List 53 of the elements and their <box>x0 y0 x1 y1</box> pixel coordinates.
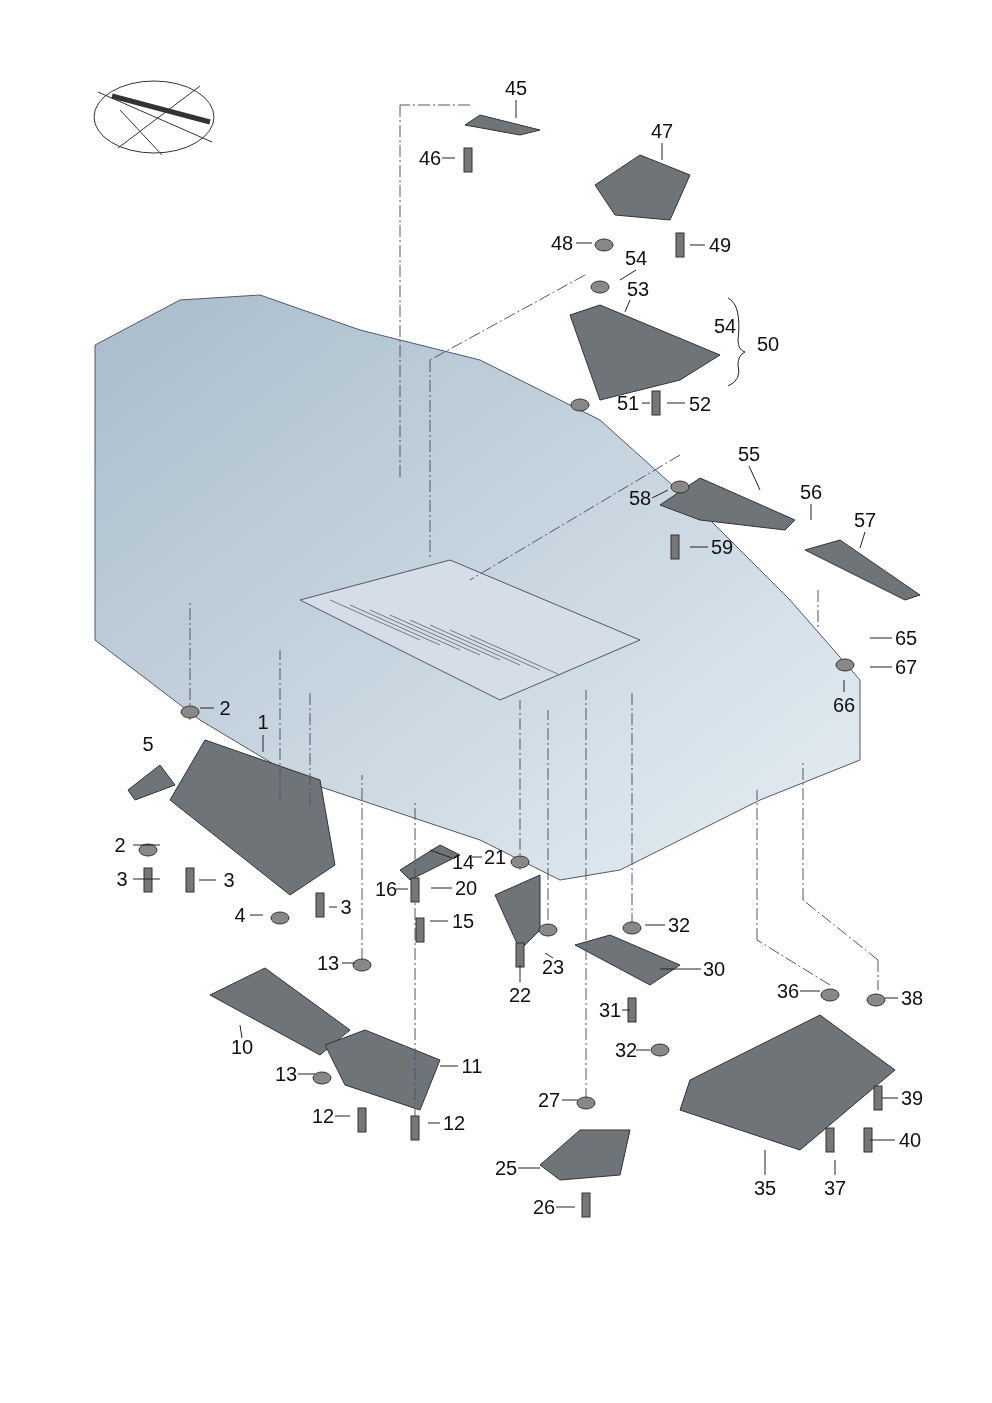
callout-number: 12 <box>311 1105 335 1127</box>
callout-number: 26 <box>532 1196 556 1218</box>
callout-number: 1 <box>257 711 269 733</box>
callout-number: 36 <box>776 980 800 1002</box>
callout-number: 30 <box>702 958 726 980</box>
callout-number: 10 <box>230 1036 254 1058</box>
callout-number: 16 <box>374 878 398 900</box>
callout-number: 53 <box>626 278 650 300</box>
callout-number: 5 <box>142 733 154 755</box>
callout-number: 3 <box>116 868 128 890</box>
callout-number: 13 <box>274 1063 298 1085</box>
callout-number: 15 <box>451 910 475 932</box>
callout-number: 4 <box>234 904 246 926</box>
callout-number: 47 <box>650 120 674 142</box>
callout-number: 59 <box>710 536 734 558</box>
callout-number: 57 <box>853 509 877 531</box>
callout-number: 48 <box>550 232 574 254</box>
callout-number: 11 <box>461 1055 483 1077</box>
callout-number: 38 <box>900 987 924 1009</box>
callout-number: 3 <box>223 869 235 891</box>
callout-number: 55 <box>737 443 761 465</box>
callout-number: 40 <box>898 1129 922 1151</box>
callout-number: 2 <box>114 834 126 856</box>
callout-number: 66 <box>832 694 856 716</box>
callout-number: 58 <box>628 487 652 509</box>
callout-number: 54 <box>624 247 648 269</box>
callout-number: 20 <box>454 877 478 899</box>
callout-number: 45 <box>504 77 528 99</box>
callout-number: 49 <box>708 234 732 256</box>
callout-number: 32 <box>614 1039 638 1061</box>
callout-number: 31 <box>598 999 622 1021</box>
callout-number: 2 <box>219 697 231 719</box>
callout-number: 27 <box>537 1089 561 1111</box>
callout-number: 39 <box>900 1087 924 1109</box>
callout-number: 14 <box>451 851 475 873</box>
callout-number: 37 <box>823 1177 847 1199</box>
callout-number: 50 <box>756 333 780 355</box>
callout-number: 46 <box>418 147 442 169</box>
callout-number: 3 <box>340 896 352 918</box>
callout-number: 25 <box>494 1157 518 1179</box>
callout-number: 23 <box>541 956 565 978</box>
callout-number: 51 <box>616 392 640 414</box>
callout-number: 22 <box>508 984 532 1006</box>
callout-number: 32 <box>667 914 691 936</box>
callout-number: 65 <box>894 627 918 649</box>
callout-number: 54 <box>713 315 737 337</box>
callout-number: 13 <box>316 952 340 974</box>
callout-number: 56 <box>799 481 823 503</box>
callout-number: 67 <box>894 656 918 678</box>
callout-number: 35 <box>753 1177 777 1199</box>
callout-number: 12 <box>442 1112 466 1134</box>
callout-number: 21 <box>483 846 507 868</box>
callout-number: 52 <box>688 393 712 415</box>
